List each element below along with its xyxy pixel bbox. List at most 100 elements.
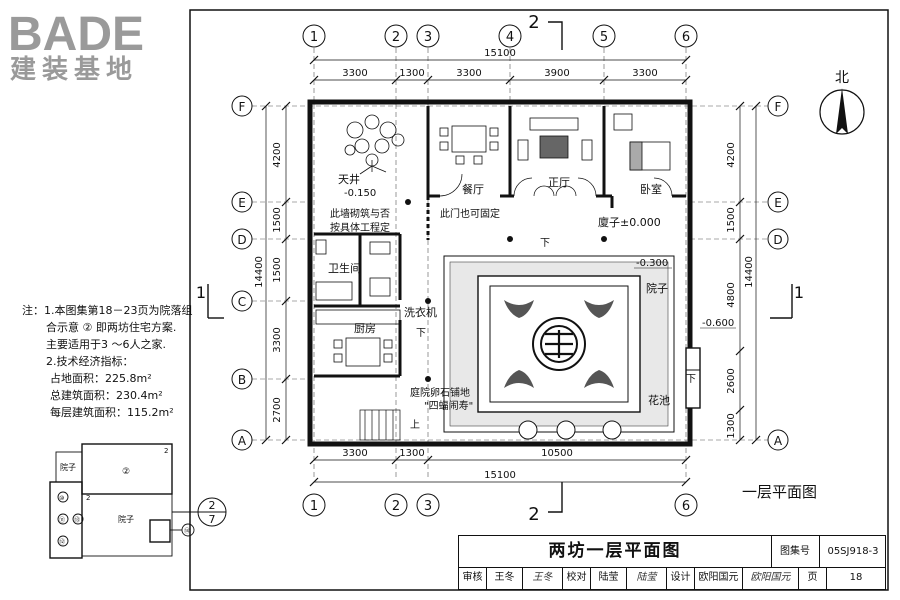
dim-right-seg-3: 4800 [726, 282, 737, 307]
key-c14: ⑭ [184, 527, 190, 535]
dim-bottom-seg-1: 3300 [342, 448, 367, 459]
veranda-columns [405, 199, 607, 382]
label-down-1: 下 [540, 238, 550, 249]
room-washer: 洗衣机 [404, 305, 437, 319]
room-bedroom: 卧室 [640, 182, 662, 196]
col-label-3: 3 [424, 30, 432, 45]
level-outside: -0.600 [702, 318, 734, 329]
level-veranda: 廈子±0.000 [598, 215, 661, 229]
col-label-6: 6 [682, 30, 690, 45]
note-line-5: 占地面积：225.8m² [50, 372, 152, 385]
dim-left-seg-4: 3300 [272, 327, 283, 352]
sheet-frame [189, 9, 889, 591]
reference-top: 2 [209, 499, 216, 512]
dim-right-seg-1: 4200 [726, 142, 737, 167]
exterior-walls [307, 99, 693, 447]
col-label-bottom-1: 1 [310, 499, 318, 514]
room-bathroom: 卫生间 [328, 261, 361, 275]
row-label-right-F: F [775, 100, 782, 114]
col-label-bottom-6: 6 [682, 499, 690, 514]
row-bubbles-right: F E D A [767, 95, 789, 451]
note-door: 此门也可固定 [440, 207, 500, 220]
logo-brand: BADE [8, 8, 144, 61]
courtyard-paving [443, 255, 675, 433]
north-arrow: 北 [819, 70, 865, 135]
dim-left-overall: 14400 [254, 256, 265, 288]
column-bubbles-top: 1 2 3 4 5 6 [302, 24, 698, 48]
col-label-1: 1 [310, 30, 318, 45]
row-bubbles-left: F E D C B A [231, 95, 253, 451]
design-label: 设计 [667, 567, 695, 589]
dim-left-seg-3: 1500 [272, 257, 283, 282]
col-label-4: 4 [506, 30, 514, 45]
note-paving-line1: 庭院卵石铺地 [410, 386, 470, 399]
title-block-top-row: 两坊一层平面图 图集号 05SJ918-3 [459, 536, 885, 568]
dimension-lines [265, 59, 757, 483]
col-label-5: 5 [600, 30, 608, 45]
reviewer-signature: 王冬 [523, 567, 563, 589]
plan-caption: 一层平面图 [742, 483, 817, 501]
room-dining: 餐厅 [462, 182, 484, 196]
drawing-title: 两坊一层平面图 [459, 536, 772, 567]
label-up: 上 [410, 419, 420, 431]
row-label-D: D [237, 233, 246, 247]
dim-top-seg-4: 3900 [544, 68, 569, 79]
note-wall-line1: 此墙砌筑与否 [330, 207, 390, 220]
key-c11: ⑪ [59, 516, 65, 524]
room-courtyard: 院子 [646, 281, 668, 295]
label-down-2: 下 [416, 328, 426, 339]
dim-top-seg-2: 1300 [399, 68, 424, 79]
detail-reference: 2 7 [172, 497, 227, 527]
set-number: 05SJ918-3 [827, 546, 879, 557]
title-block: 两坊一层平面图 图集号 05SJ918-3 审核 王冬 王冬 校对 陆莹 陆莹 … [458, 535, 886, 590]
north-wing-walls [426, 106, 686, 208]
note-paving-line2: "四蝠闹寿" [424, 399, 473, 412]
row-label-F: F [239, 100, 246, 114]
design-notes: 注：1.本图集第18－23页为院落组 合示意 ② 即两坊住宅方案. 主要适用于3… [22, 302, 193, 421]
dim-right-seg-5: 1300 [726, 413, 737, 438]
row-label-B: B [238, 373, 246, 387]
dim-right-seg-4: 2600 [726, 368, 737, 393]
set-number-label: 图集号 [771, 536, 820, 567]
north-label: 北 [835, 70, 849, 86]
reviewer-name: 王冬 [487, 567, 523, 589]
flower-pots [518, 420, 622, 440]
dim-left-seg-2: 1500 [272, 207, 283, 232]
key-c13: ⑬ [74, 516, 80, 524]
col-label-bottom-3: 3 [424, 499, 432, 514]
dim-left-seg-1: 4200 [272, 142, 283, 167]
note-line-4: 2.技术经济指标： [46, 355, 134, 368]
room-flower-bed: 花池 [648, 394, 670, 407]
note-line-1: 注：1.本图集第18－23页为院落组 [22, 304, 193, 317]
west-wing-walls [314, 232, 402, 378]
room-kitchen: 厨房 [354, 322, 376, 335]
check-label: 校对 [563, 567, 591, 589]
dim-right-overall: 14400 [744, 256, 755, 288]
note-wall-line2: 按具体工程定 [330, 221, 390, 234]
section-mark-left: 1 [196, 283, 206, 302]
note-line-6: 总建筑面积：230.4m² [50, 389, 163, 402]
stair [359, 409, 401, 441]
section-mark-bottom: 2 [528, 504, 539, 525]
key-c10: ⑩ [59, 495, 64, 502]
dim-bottom-seg-2: 1300 [399, 448, 424, 459]
review-label: 审核 [459, 567, 487, 589]
dim-bottom-overall: 15100 [484, 470, 516, 481]
section-mark-right: 1 [794, 283, 804, 302]
note-line-7: 每层建筑面积：115.2m² [50, 406, 174, 419]
key-circle-2: ② [122, 467, 130, 477]
dim-top-overall: 15100 [484, 48, 516, 59]
row-label-E: E [238, 196, 246, 210]
row-label-right-E: E [774, 196, 782, 210]
room-skywell: 天井 [338, 172, 360, 186]
door-swings [439, 173, 673, 197]
title-block-sign-row: 审核 王冬 王冬 校对 陆莹 陆莹 设计 欧阳国元 欧阳国元 页 18 [459, 567, 885, 589]
reference-bottom: 7 [209, 513, 216, 526]
dim-top-seg-5: 3300 [632, 68, 657, 79]
row-label-right-A: A [774, 434, 783, 448]
key-num-2b: 2 [86, 494, 90, 502]
page-number: 18 [849, 572, 863, 583]
level-courtyard: -0.300 [636, 258, 668, 269]
checker-name: 陆莹 [591, 567, 627, 589]
